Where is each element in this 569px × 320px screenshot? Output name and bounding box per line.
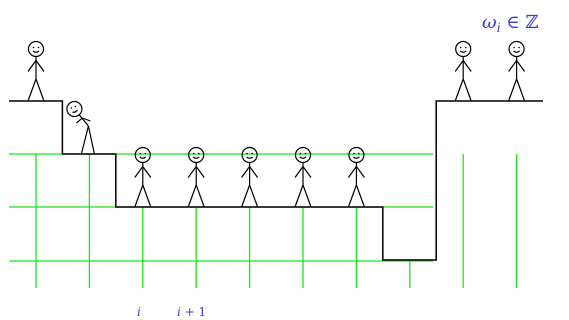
figure-leg [188,185,196,207]
figure-eye [193,153,195,155]
site-label-i-plus-1: i + 1 [177,305,206,319]
integers-symbol: ℤ [525,12,538,33]
lattice-grid [9,154,517,288]
figure-arm [295,167,303,178]
figure-eye [305,153,307,155]
figure-leg [455,79,463,101]
figure-eye [140,153,142,155]
figure-smile [140,157,146,158]
figure-arm [463,61,471,72]
figure-arm [455,61,463,72]
figure-smile [300,157,306,158]
figure-arm [28,61,36,72]
figure-smile [72,110,77,112]
figure-leg [242,185,250,207]
figure-arm [242,167,250,178]
figure-eye [358,153,360,155]
figure-leg [143,185,151,207]
stick-figure-tilted [67,102,95,155]
stick-figure [509,42,525,102]
figure-arm [348,167,356,178]
figure-arm [76,118,82,123]
figure-smile [353,157,359,158]
figure-head [135,148,150,163]
figure-arm [188,167,196,178]
figure-head [509,42,524,57]
stick-figure [28,42,44,102]
stick-figure [188,148,204,208]
stick-figure [348,148,364,208]
stick-figure [455,42,471,102]
figure-arm [509,61,517,72]
figure-leg [295,185,303,207]
figure-arm [196,167,204,178]
figure-arm [135,167,143,178]
figure-leg [463,79,471,101]
figure-head [456,42,471,57]
figure-eye [251,153,253,155]
figure-arm [250,167,258,178]
omega-subscript: i [497,21,501,35]
figure-head [189,148,204,163]
figure-head [296,148,311,163]
figure-leg [250,185,258,207]
figure-head [29,42,44,57]
omega-symbol: ω [482,12,497,33]
figure-leg [81,126,88,154]
stick-figure [135,148,151,208]
figure-eye [246,153,248,155]
figure-arm [517,61,525,72]
figure-eye [71,107,73,109]
figure-leg [135,185,143,207]
figure-body [79,115,88,126]
figure-leg [303,185,311,207]
figure-head [242,148,257,163]
figure-head [349,148,364,163]
figure-eye [33,47,35,49]
figure-eye [353,153,355,155]
figure-smile [193,157,199,158]
figure-leg [196,185,204,207]
element-of-symbol: ∈ [501,12,526,33]
stick-figures [28,42,525,208]
figure-eye [38,47,40,49]
figure-eye [75,106,77,108]
figure-arm [36,61,44,72]
state-space-formula: ωi ∈ ℤ [482,12,538,33]
figure-eye [513,47,515,49]
figure-leg [348,185,356,207]
stick-figure [242,148,258,208]
stick-figure [295,148,311,208]
figure-eye [300,153,302,155]
figure-smile [33,51,39,52]
figure-leg [356,185,364,207]
figure-arm [356,167,364,178]
figure-leg [28,79,36,101]
site-label-i: i [137,305,141,319]
figure-leg [88,126,94,154]
figure-eye [460,47,462,49]
figure-leg [509,79,517,101]
figure-smile [514,51,520,52]
figure-eye [518,47,520,49]
figure-arm [303,167,311,178]
figure-leg [36,79,44,101]
figure-smile [247,157,253,158]
figure-head [67,102,82,117]
figure-smile [460,51,466,52]
figure-arm [143,167,151,178]
figure-eye [198,153,200,155]
figure-eye [465,47,467,49]
figure-eye [145,153,147,155]
figure-leg [517,79,525,101]
